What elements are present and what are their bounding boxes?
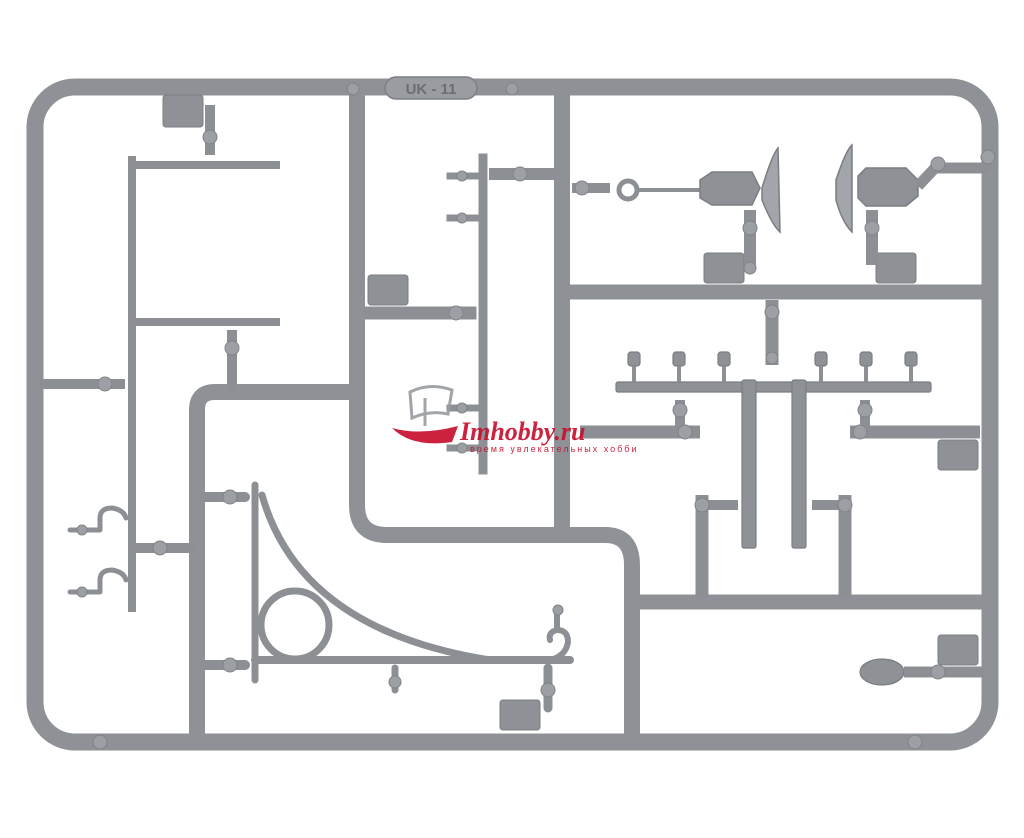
part-bracket bbox=[200, 481, 574, 713]
part-crossbar bbox=[580, 300, 980, 598]
part-hooks bbox=[67, 505, 129, 595]
watermark-logo bbox=[392, 385, 458, 444]
watermark-brand: Imhobby.ru bbox=[459, 417, 585, 446]
part-lamps bbox=[572, 143, 990, 265]
watermark: Imhobby.ru время увлекательных хобби bbox=[392, 385, 638, 454]
sprue-code: UK - 11 bbox=[406, 81, 457, 98]
sprue-tabs bbox=[162, 94, 979, 731]
watermark-tagline: время увлекательных хобби bbox=[470, 444, 638, 454]
runner-left-loop bbox=[189, 384, 365, 750]
ejector-marks bbox=[76, 82, 996, 750]
runner-center-left bbox=[349, 82, 640, 750]
sprue-code-plate: UK - 11 bbox=[384, 76, 478, 100]
